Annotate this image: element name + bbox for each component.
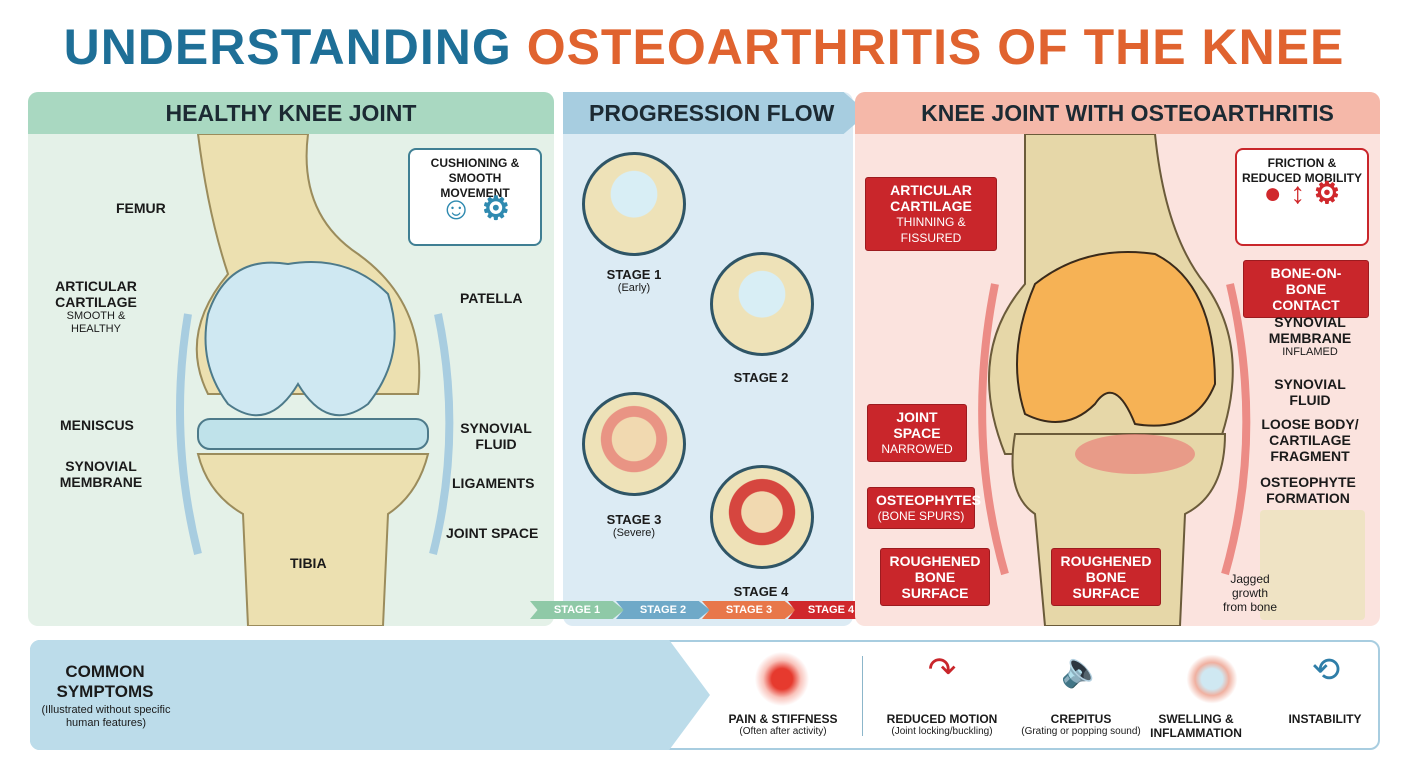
stage-4-label: STAGE 4 [733,584,789,599]
label-tibia: TIBIA [290,555,327,571]
label-rough-1: ROUGHENED BONE SURFACE [880,548,990,606]
pain-icon [752,650,812,708]
stage-4-image [710,465,814,569]
chevron-stage-2: STAGE 2 [616,601,710,619]
healthy-panel: HEALTHY KNEE JOINT CUSHIONING & SMOOTH M… [28,92,554,626]
healthy-knee-illustration [176,134,454,626]
speaker-icon: 🔈 [1060,651,1104,689]
symptoms-subtitle: (Illustrated without specific human feat… [41,704,171,729]
symptom-swelling: SWELLING & INFLAMMATION [1150,712,1242,740]
divider [862,656,863,736]
label-bone-on-bone: BONE-ON-BONE CONTACT [1243,260,1369,318]
label-osteophyte-formation: OSTEOPHYTE FORMATION [1260,474,1356,506]
label-osteophytes: OSTEOPHYTES(BONE SPURS) [867,487,981,529]
label-joint-space: JOINT SPACE [446,525,539,541]
friction-box: FRICTION & REDUCED MOBILITY● ↕ ⚙ [1235,148,1369,246]
cushioning-box: CUSHIONING & SMOOTH MOVEMENT☺ ⚙ [408,148,542,246]
reduced-motion-icon: ↷ [927,651,957,689]
gear-icon: ☺ ⚙ [439,190,511,226]
healthy-header: HEALTHY KNEE JOINT [28,92,554,134]
instability-icon: ⟲ [1311,651,1341,689]
label-jagged: Jagged growth from bone [1222,572,1278,614]
stage-1-label: STAGE 1(Early) [606,267,662,294]
stage-3-image [582,392,686,496]
stage-3-label: STAGE 3(Severe) [606,512,662,539]
stage-2-label: STAGE 2 [733,370,789,385]
label-patella: PATELLA [460,290,523,306]
chevron-stage-3: STAGE 3 [702,601,796,619]
symptom-pain: PAIN & STIFFNESS(Often after activity) [728,712,838,737]
swelling-icon [1182,650,1242,708]
label-oa-synovial-fluid: SYNOVIAL FLUID [1274,376,1346,408]
osteophyte-closeup [1260,510,1365,620]
symptom-instability: INSTABILITY [1288,712,1362,726]
label-synovial-membrane: SYNOVIAL MEMBRANE [59,458,143,490]
oa-header: KNEE JOINT WITH OSTEOARTHRITIS [855,92,1380,134]
label-ligaments: LIGAMENTS [452,475,535,491]
label-loose-body: LOOSE BODY/ CARTILAGE FRAGMENT [1261,416,1359,464]
label-meniscus: MENISCUS [60,417,134,433]
page-title: UNDERSTANDING OSTEOARTHRITIS OF THE KNEE [63,19,1345,75]
symptoms-title: COMMON SYMPTOMS [56,662,154,701]
symptoms-banner [30,640,710,750]
progression-header: PROGRESSION FLOW [563,92,868,134]
stage-2-image [710,252,814,356]
label-rough-2: ROUGHENED BONE SURFACE [1051,548,1161,606]
symptom-reduced-motion: REDUCED MOTION(Joint locking/buckling) [886,712,998,737]
label-femur: FEMUR [116,200,166,216]
stage-1-image [582,152,686,256]
label-synovial-fluid: SYNOVIAL FLUID [460,420,532,452]
chevron-stage-4: STAGE 4 [788,601,874,619]
oa-panel: KNEE JOINT WITH OSTEOARTHRITIS FRICTION … [855,92,1380,626]
chevron-stage-1: STAGE 1 [530,601,624,619]
symptom-crepitus: CREPITUS(Grating or popping sound) [1021,712,1141,737]
gear-icon: ● ↕ ⚙ [1263,177,1341,210]
